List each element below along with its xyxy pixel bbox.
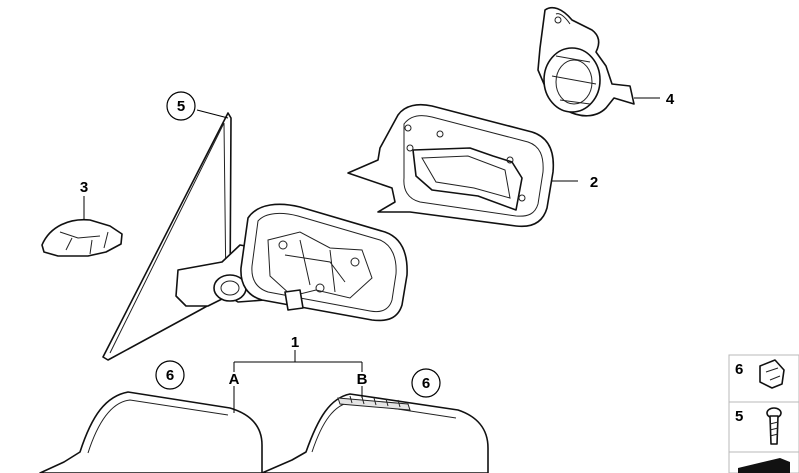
callout-5: 5 — [166, 91, 196, 121]
callout-6-right: 6 — [411, 368, 441, 398]
parts-legend: 6 5 — [728, 354, 799, 473]
callout-1: 1 — [291, 334, 299, 351]
callout-B: B — [357, 371, 368, 388]
callout-4: 4 — [666, 91, 675, 108]
svg-text:6: 6 — [166, 367, 174, 384]
legend-label-5: 5 — [735, 408, 743, 425]
svg-text:6: 6 — [422, 375, 430, 392]
leader-1 — [233, 350, 363, 372]
mirror-housing-part — [175, 203, 408, 322]
leader-lines — [83, 97, 660, 413]
legend-label-6: 6 — [735, 361, 743, 378]
legend-cell-5 — [728, 401, 799, 453]
strip-icon — [738, 458, 790, 473]
cover-cap-a-part — [39, 391, 263, 473]
svg-text:5: 5 — [177, 98, 185, 115]
callout-6-left: 6 — [155, 360, 185, 390]
callout-2: 2 — [590, 174, 598, 191]
small-cover-part — [41, 218, 123, 257]
callout-A: A — [229, 371, 240, 388]
motor-actuator-part — [537, 6, 635, 117]
screw-icon — [766, 407, 782, 445]
mirror-frame-part — [347, 103, 555, 228]
clip-icon — [759, 359, 785, 389]
leader-5 — [196, 109, 229, 119]
cover-cap-b-part — [261, 393, 489, 473]
callout-3: 3 — [80, 179, 88, 196]
